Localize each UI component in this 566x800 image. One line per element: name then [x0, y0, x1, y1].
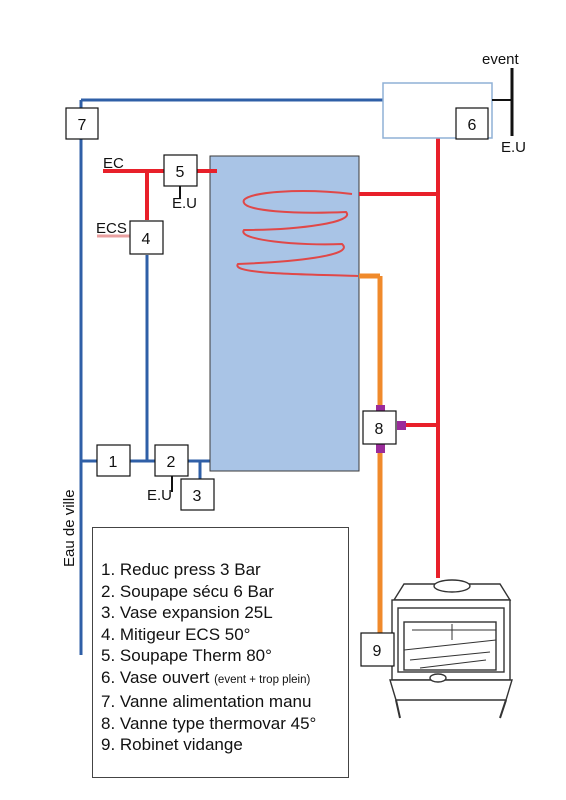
- legend-item-6: 6. Vase ouvert (event + trop plein): [101, 667, 311, 687]
- eu-valve5-label: E.U: [172, 195, 197, 212]
- eu-bottom-label: E.U: [147, 487, 172, 504]
- legend-item-5: 5. Soupape Therm 80°: [101, 646, 272, 665]
- storage-tank: [209, 155, 360, 472]
- ec-label: EC: [103, 155, 124, 172]
- legend-item-1: 1. Reduc press 3 Bar: [101, 560, 261, 579]
- thermovar-port-bottom: [376, 444, 385, 453]
- component-5-number: 5: [176, 164, 185, 181]
- return-water-pipes: [359, 273, 383, 660]
- event-label: event: [482, 51, 520, 68]
- component-9-number: 9: [373, 643, 382, 660]
- component-4-number: 4: [142, 231, 151, 248]
- component-2-number: 2: [167, 454, 176, 471]
- legend-item-9: 9. Robinet vidange: [101, 735, 243, 754]
- legend-item-4: 4. Mitigeur ECS 50°: [101, 624, 251, 644]
- component-1-number: 1: [109, 454, 118, 471]
- eu-top-label: E.U: [501, 139, 526, 156]
- legend-item-2: 2. Soupape sécu 6 Bar: [101, 581, 274, 601]
- component-1: 1: [96, 444, 131, 477]
- component-4: 4: [129, 220, 164, 255]
- component-9: 9: [360, 632, 395, 667]
- component-3: 3: [180, 478, 215, 511]
- legend-box: 1. Reduc press 3 Bar 2. Soupape sécu 6 B…: [92, 527, 349, 778]
- component-6: 6: [455, 107, 489, 140]
- component-8: 8: [362, 410, 397, 445]
- component-5: 5: [163, 154, 198, 187]
- component-6-number: 6: [468, 117, 477, 134]
- ecs-label: ECS: [96, 220, 127, 237]
- thermovar-port-side: [397, 421, 406, 430]
- legend-item-6-note: (event + trop plein): [214, 673, 311, 686]
- city-water-label: Eau de ville: [61, 489, 78, 567]
- stove: [385, 578, 517, 720]
- component-7: 7: [65, 107, 99, 140]
- component-2: 2: [154, 444, 189, 477]
- component-8-number: 8: [375, 421, 384, 438]
- legend-item-3: 3. Vase expansion 25L: [101, 603, 273, 622]
- heating-coil: [236, 190, 359, 277]
- legend-item-8: 8. Vanne type thermovar 45°: [101, 713, 317, 733]
- component-7-number: 7: [78, 117, 87, 134]
- thermovar-port-top: [376, 405, 385, 414]
- component-3-number: 3: [193, 488, 202, 505]
- hot-water-pipes: [103, 138, 440, 580]
- legend-item-7: 7. Vanne alimentation manu: [101, 692, 312, 711]
